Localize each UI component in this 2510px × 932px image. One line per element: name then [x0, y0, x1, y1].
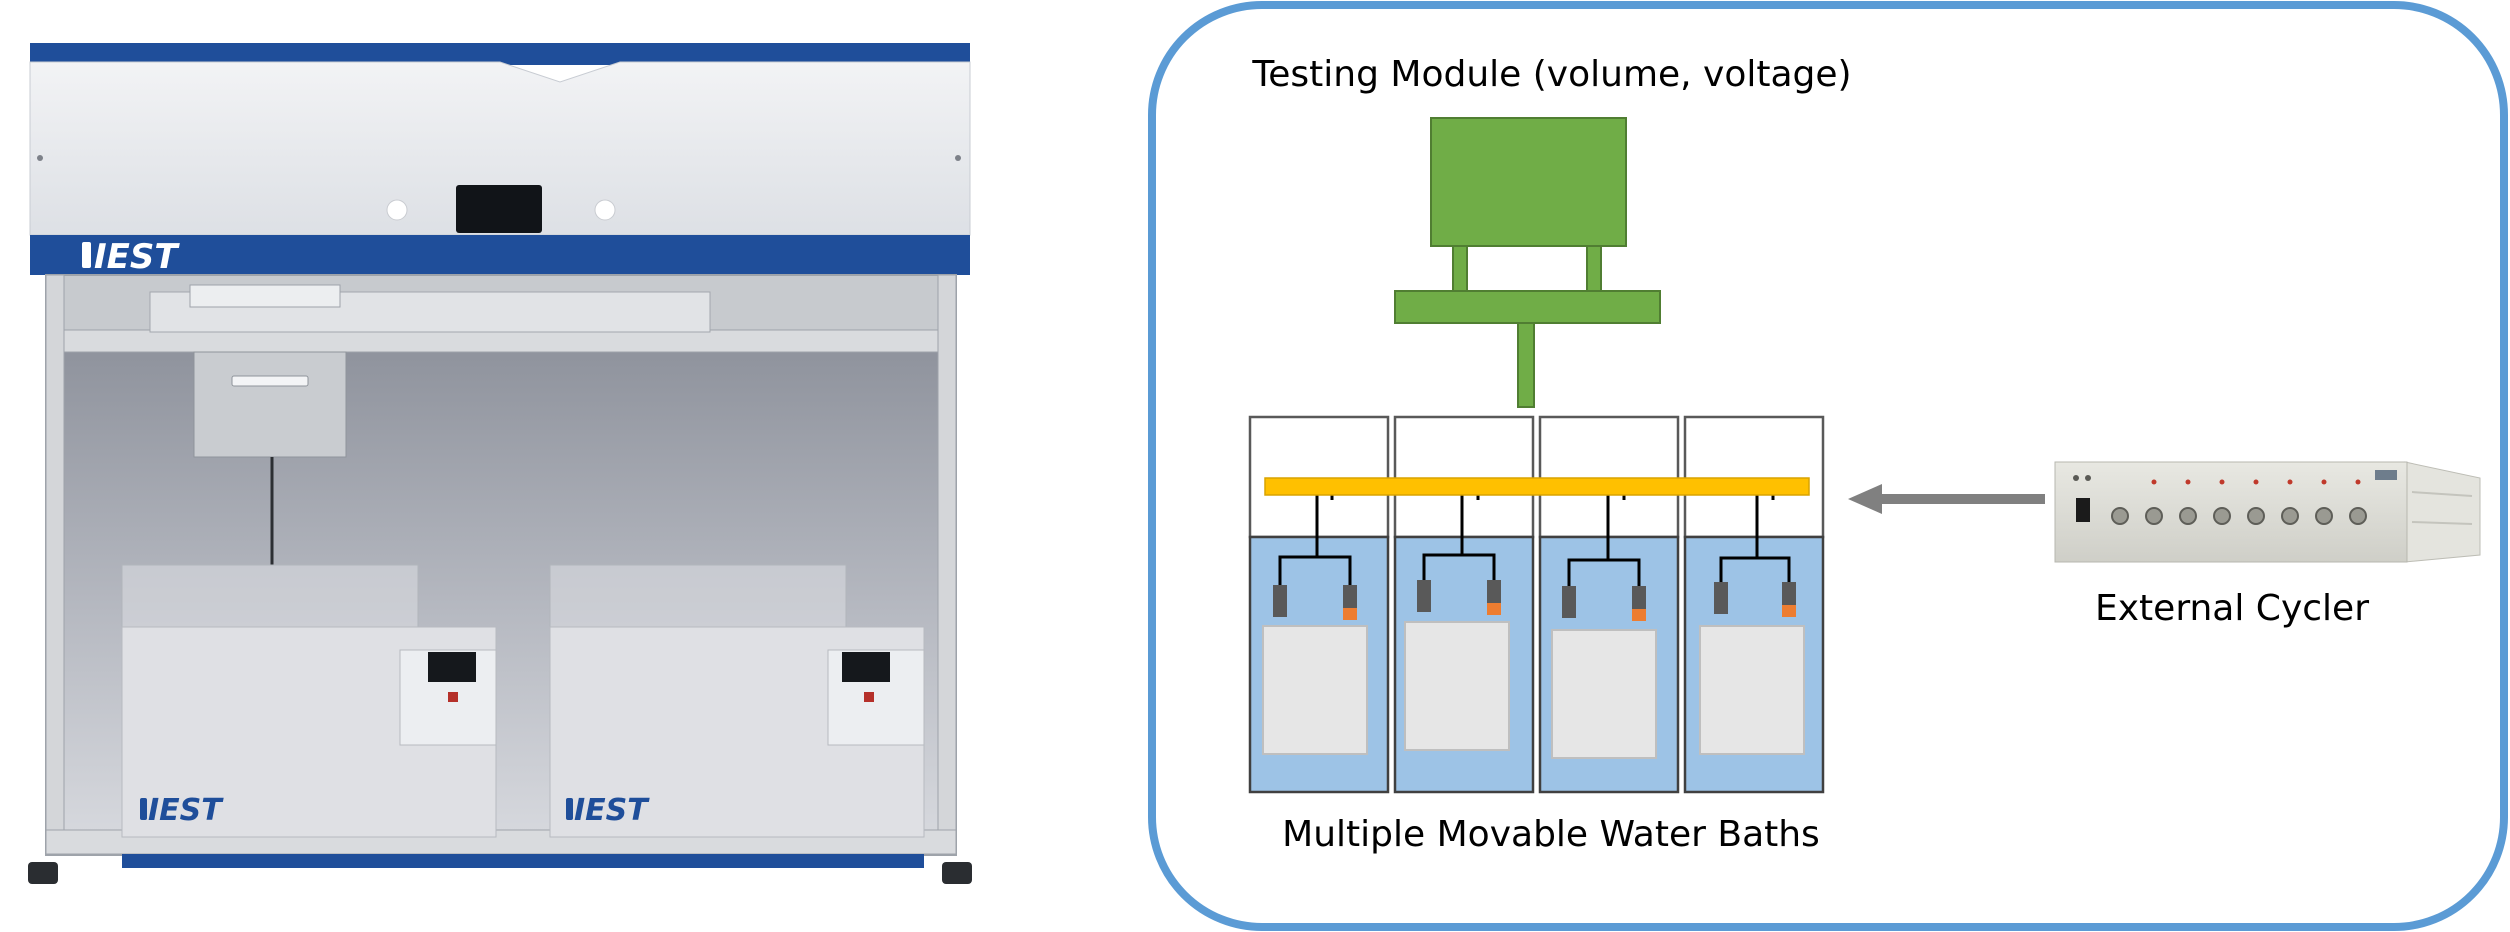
- water-bath-4: [1683, 415, 1825, 794]
- cycler-connector: [2281, 507, 2299, 525]
- cycler-led: [2287, 479, 2293, 485]
- battery-cell: [1551, 629, 1657, 759]
- battery-cell: [1404, 621, 1510, 751]
- battery-terminal-negative: [1562, 586, 1576, 618]
- bath-indicator-light: [864, 692, 874, 702]
- machine-brand-band: [30, 235, 970, 275]
- arrow-left-icon: [1848, 484, 2045, 514]
- probe-wire: [1567, 484, 1610, 586]
- frame-post-right: [937, 274, 957, 856]
- gantry-carriage: [189, 284, 341, 308]
- probe-wire: [1757, 556, 1791, 582]
- battery-terminal-negative: [1273, 585, 1287, 617]
- external-cycler-device: [2054, 461, 2481, 563]
- cycler-led: [2321, 479, 2327, 485]
- cycler-connector: [2213, 507, 2231, 525]
- cycler-connector: [2315, 507, 2333, 525]
- machine-foot-right: [942, 862, 972, 884]
- battery-logo-icon: [140, 798, 147, 820]
- cycler-logo-plate: [2375, 470, 2397, 480]
- probe-wire: [1462, 553, 1496, 580]
- bath-brand-logo-right: IEST: [574, 793, 650, 828]
- cycler-led: [2253, 479, 2259, 485]
- testing-module-label: Testing Module (volume, voltage): [1251, 54, 1851, 95]
- testing-module-leg-right: [1586, 245, 1602, 293]
- bath-glass-cover: [121, 564, 419, 628]
- water-bath-2: [1393, 415, 1535, 794]
- cycler-side: [2404, 461, 2481, 563]
- frame-crossbar: [45, 329, 957, 353]
- bath-upper-chamber: [1248, 415, 1390, 539]
- machine-display-screen: [456, 185, 542, 233]
- testing-module-leg-left: [1452, 245, 1468, 293]
- cycler-indicator: [2073, 475, 2079, 481]
- machine-screw: [955, 155, 961, 161]
- machine-water-bath-left: IEST: [121, 564, 497, 838]
- cycler-led: [2151, 479, 2157, 485]
- cycler-led: [2219, 479, 2225, 485]
- bath-brand-logo-left: IEST: [148, 793, 224, 828]
- cycler-led: [2185, 479, 2191, 485]
- probe-bar: [1264, 477, 1810, 496]
- water-baths-label: Multiple Movable Water Baths: [1282, 814, 1820, 855]
- probe-wire: [1719, 484, 1759, 582]
- bath-upper-chamber: [1683, 415, 1825, 539]
- power-switch-icon: [2076, 498, 2090, 522]
- bath-indicator-light: [448, 692, 458, 702]
- probe-wire: [1278, 484, 1319, 585]
- frame-post-left: [45, 274, 65, 856]
- bath-control-screen: [428, 652, 476, 682]
- machine-foot-left: [28, 862, 58, 884]
- system-diagram: Testing Module (volume, voltage): [1148, 1, 2508, 931]
- probe-wire: [1608, 558, 1641, 586]
- terminal-tab: [1782, 605, 1796, 617]
- battery-terminal-negative: [1714, 582, 1728, 614]
- probe-head: [193, 351, 347, 458]
- testing-module-box: [1430, 117, 1627, 247]
- battery-logo-icon: [566, 798, 573, 820]
- arrow-head: [1848, 484, 1882, 514]
- testing-module-crossbar: [1394, 290, 1661, 324]
- probe-head-slot: [231, 375, 309, 387]
- gantry-rail: [149, 291, 711, 333]
- machine-knob-right: [594, 199, 616, 221]
- cycler-vent: [2411, 491, 2473, 497]
- terminal-tab: [1487, 603, 1501, 615]
- machine-base-strip: [122, 854, 924, 868]
- cycler-indicator: [2085, 475, 2091, 481]
- bath-glass-cover: [549, 564, 847, 628]
- bath-upper-chamber: [1393, 415, 1535, 539]
- probe-wire: [1422, 484, 1464, 580]
- cycler-connector: [2349, 507, 2367, 525]
- external-cycler-label: External Cycler: [2095, 588, 2369, 629]
- water-bath-3: [1538, 415, 1680, 794]
- iest-machine-illustration: IEST IEST: [28, 43, 972, 884]
- machine-screw: [37, 155, 43, 161]
- cycler-connector: [2179, 507, 2197, 525]
- terminal-tab: [1343, 608, 1357, 620]
- machine-knob-left: [386, 199, 408, 221]
- water-baths-group: [1248, 415, 1825, 794]
- battery-cell: [1699, 625, 1805, 755]
- cycler-connector: [2111, 507, 2129, 525]
- cycler-led: [2355, 479, 2361, 485]
- battery-cell: [1262, 625, 1368, 755]
- machine-brand-logo-top: IEST: [94, 237, 180, 277]
- testing-module-stem: [1517, 322, 1535, 408]
- terminal-tab: [1632, 609, 1646, 621]
- machine-water-bath-right: IEST: [549, 564, 925, 838]
- bath-control-screen: [842, 652, 890, 682]
- battery-logo-icon: [82, 242, 91, 268]
- water-bath-1: [1248, 415, 1390, 794]
- machine-top-band: [30, 43, 970, 65]
- cycler-vent: [2411, 521, 2473, 525]
- battery-terminal-negative: [1417, 580, 1431, 612]
- cycler-connector: [2247, 507, 2265, 525]
- cycler-connector: [2145, 507, 2163, 525]
- arrow-shaft: [1875, 494, 2045, 504]
- probe-wire: [1317, 555, 1352, 585]
